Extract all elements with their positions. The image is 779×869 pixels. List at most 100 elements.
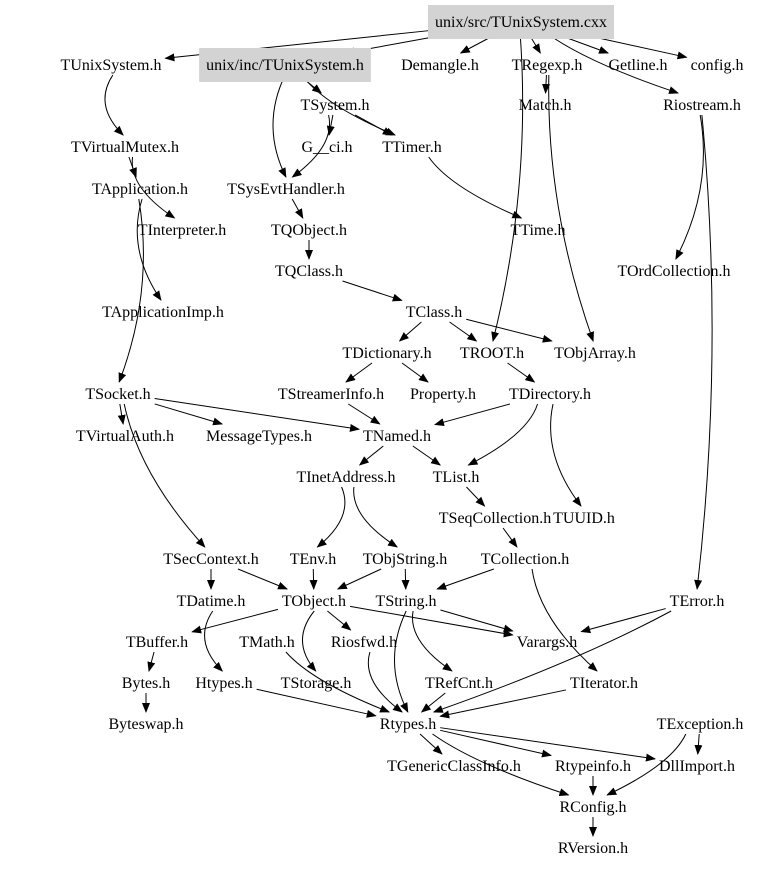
graph-node-byteswap[interactable]: Byteswap.h (108, 716, 183, 733)
graph-node-tenv[interactable]: TEnv.h (290, 551, 337, 568)
graph-node-tqobject[interactable]: TQObject.h (271, 222, 347, 239)
graph-node-terror[interactable]: TError.h (670, 593, 725, 610)
graph-node-cxx[interactable]: unix/src/TUnixSystem.cxx (428, 5, 614, 39)
node-label: TDirectory.h (509, 386, 591, 403)
edge-tstreamerinfo-to-tnamed (348, 403, 381, 425)
graph-node-tdatime[interactable]: TDatime.h (177, 593, 246, 610)
edge-tbuffer-to-bytes (147, 651, 156, 672)
graph-node-ttimer[interactable]: TTimer.h (382, 139, 441, 156)
node-label: TOrdCollection.h (617, 263, 730, 280)
edge-tdictionary-to-tstreamerinfo (345, 362, 373, 383)
graph-node-rconfig[interactable]: RConfig.h (559, 799, 626, 816)
graph-node-tuuid[interactable]: TUUID.h (553, 510, 615, 527)
graph-node-ttime[interactable]: TTime.h (511, 222, 566, 239)
graph-node-texception[interactable]: TException.h (657, 716, 744, 733)
edge-ttimer-to-ttime (428, 156, 523, 219)
node-label: RVersion.h (558, 840, 628, 857)
graph-node-rtypes[interactable]: Rtypes.h (380, 716, 436, 733)
graph-node-tnamed[interactable]: TNamed.h (363, 428, 431, 445)
graph-node-tstring[interactable]: TString.h (376, 593, 437, 610)
graph-node-tstreamerinfo[interactable]: TStreamerInfo.h (278, 386, 384, 403)
edge-tvirtualmutex-to-tinterpreter (131, 156, 176, 219)
graph-node-property[interactable]: Property.h (410, 386, 476, 403)
edge-tnamed-to-tinetaddress (358, 445, 384, 466)
node-label: Byteswap.h (108, 716, 183, 733)
graph-node-tsocket[interactable]: TSocket.h (85, 386, 150, 403)
graph-node-tvirtualauth[interactable]: TVirtualAuth.h (76, 428, 174, 445)
graph-node-tgenericclassinfo[interactable]: TGenericClassInfo.h (387, 758, 521, 775)
graph-node-riostream[interactable]: Riostream.h (663, 97, 741, 114)
edge-tunixsystem-h-to-tvirtualmutex (104, 74, 124, 136)
edge-tcollection-to-titerator (531, 568, 598, 672)
node-label: TInetAddress.h (296, 469, 395, 486)
node-label: TObjArray.h (554, 345, 636, 362)
graph-node-tordcollection[interactable]: TOrdCollection.h (617, 263, 730, 280)
graph-node-tstorage[interactable]: TStorage.h (281, 675, 352, 692)
graph-node-varargs[interactable]: Varargs.h (517, 634, 578, 651)
graph-node-tmath[interactable]: TMath.h (239, 634, 295, 651)
edge-htypes-to-rtypes (256, 688, 377, 718)
graph-node-troot[interactable]: TROOT.h (460, 345, 524, 362)
graph-node-tvirtualmutex[interactable]: TVirtualMutex.h (71, 139, 179, 156)
graph-node-tcollection[interactable]: TCollection.h (481, 551, 569, 568)
graph-node-tinterpreter[interactable]: TInterpreter.h (138, 222, 226, 239)
graph-node-trefcnt[interactable]: TRefCnt.h (425, 675, 493, 692)
node-label: TUnixSystem.h (61, 57, 162, 74)
graph-node-tlist[interactable]: TList.h (433, 469, 480, 486)
node-label: Property.h (410, 386, 476, 403)
node-label: Getline.h (608, 57, 667, 74)
graph-node-tapplication[interactable]: TApplication.h (92, 181, 188, 198)
edge-tobjstring-to-tobject (336, 568, 382, 590)
graph-node-tregexp[interactable]: TRegexp.h (512, 57, 583, 74)
graph-node-tapplicationimp[interactable]: TApplicationImp.h (102, 304, 224, 321)
edge-tobject-to-tbuffer (191, 608, 279, 634)
graph-node-getline[interactable]: Getline.h (608, 57, 667, 74)
graph-node-titerator[interactable]: TIterator.h (570, 675, 638, 692)
edge-tclass-to-troot (449, 321, 478, 342)
graph-node-tobjstring[interactable]: TObjString.h (363, 551, 448, 568)
edge-terror-to-rtypes (432, 610, 672, 713)
graph-node-tdirectory[interactable]: TDirectory.h (509, 386, 591, 403)
graph-node-dllimport[interactable]: DllImport.h (659, 758, 735, 775)
graph-node-riosfwd[interactable]: Riosfwd.h (331, 634, 397, 651)
graph-node-tqclass[interactable]: TQClass.h (275, 263, 343, 280)
node-label: TMath.h (239, 634, 295, 651)
graph-node-tobject[interactable]: TObject.h (282, 593, 346, 610)
graph-node-gci[interactable]: G__ci.h (301, 139, 352, 156)
node-label: Htypes.h (195, 675, 252, 692)
node-label: TSystem.h (301, 97, 370, 114)
graph-node-tseccontext[interactable]: TSecContext.h (163, 551, 259, 568)
node-label: Bytes.h (122, 675, 170, 692)
graph-node-tinetaddress[interactable]: TInetAddress.h (296, 469, 395, 486)
edge-tstring-to-varargs (440, 609, 514, 633)
graph-node-tclass[interactable]: TClass.h (406, 304, 462, 321)
graph-node-messagetypes[interactable]: MessageTypes.h (206, 428, 312, 445)
graph-node-config[interactable]: config.h (691, 57, 744, 74)
graph-node-tsysevthandler[interactable]: TSysEvtHandler.h (227, 181, 345, 198)
graph-node-rtypeinfo[interactable]: Rtypeinfo.h (555, 758, 631, 775)
graph-node-demangle[interactable]: Demangle.h (401, 57, 479, 74)
graph-node-htypes[interactable]: Htypes.h (195, 675, 252, 692)
graph-node-bytes[interactable]: Bytes.h (122, 675, 170, 692)
graph-node-rversion[interactable]: RVersion.h (558, 840, 628, 857)
graph-node-tdictionary[interactable]: TDictionary.h (342, 345, 431, 362)
graph-node-tbuffer[interactable]: TBuffer.h (126, 634, 188, 651)
node-label: TException.h (657, 716, 744, 733)
graph-node-tsystem[interactable]: TSystem.h (301, 97, 370, 114)
edge-texception-to-dllimport (694, 733, 703, 755)
graph-node-match[interactable]: Match.h (519, 97, 572, 114)
edge-rtypes-to-tgenericclassinfo (419, 733, 443, 755)
graph-node-tobjarray[interactable]: TObjArray.h (554, 345, 636, 362)
graph-node-tunixsystem-h[interactable]: TUnixSystem.h (61, 57, 162, 74)
graph-node-unix-inc[interactable]: unix/inc/TUnixSystem.h (199, 48, 371, 82)
edge-rtypes-to-rconfig (432, 733, 570, 796)
node-label: TGenericClassInfo.h (387, 758, 521, 775)
node-label: TQObject.h (271, 222, 347, 239)
graph-node-tseqcollection[interactable]: TSeqCollection.h (439, 510, 551, 527)
edge-tregexp-to-tobjarray (548, 74, 594, 342)
edge-tinetaddress-to-tenv (316, 486, 346, 548)
edge-unix-inc-to-tsysevthandler (272, 74, 287, 178)
edge-tseqcollection-to-tcollection (502, 527, 518, 548)
node-label: Riostream.h (663, 97, 741, 114)
edge-cxx-to-troot (491, 31, 524, 342)
